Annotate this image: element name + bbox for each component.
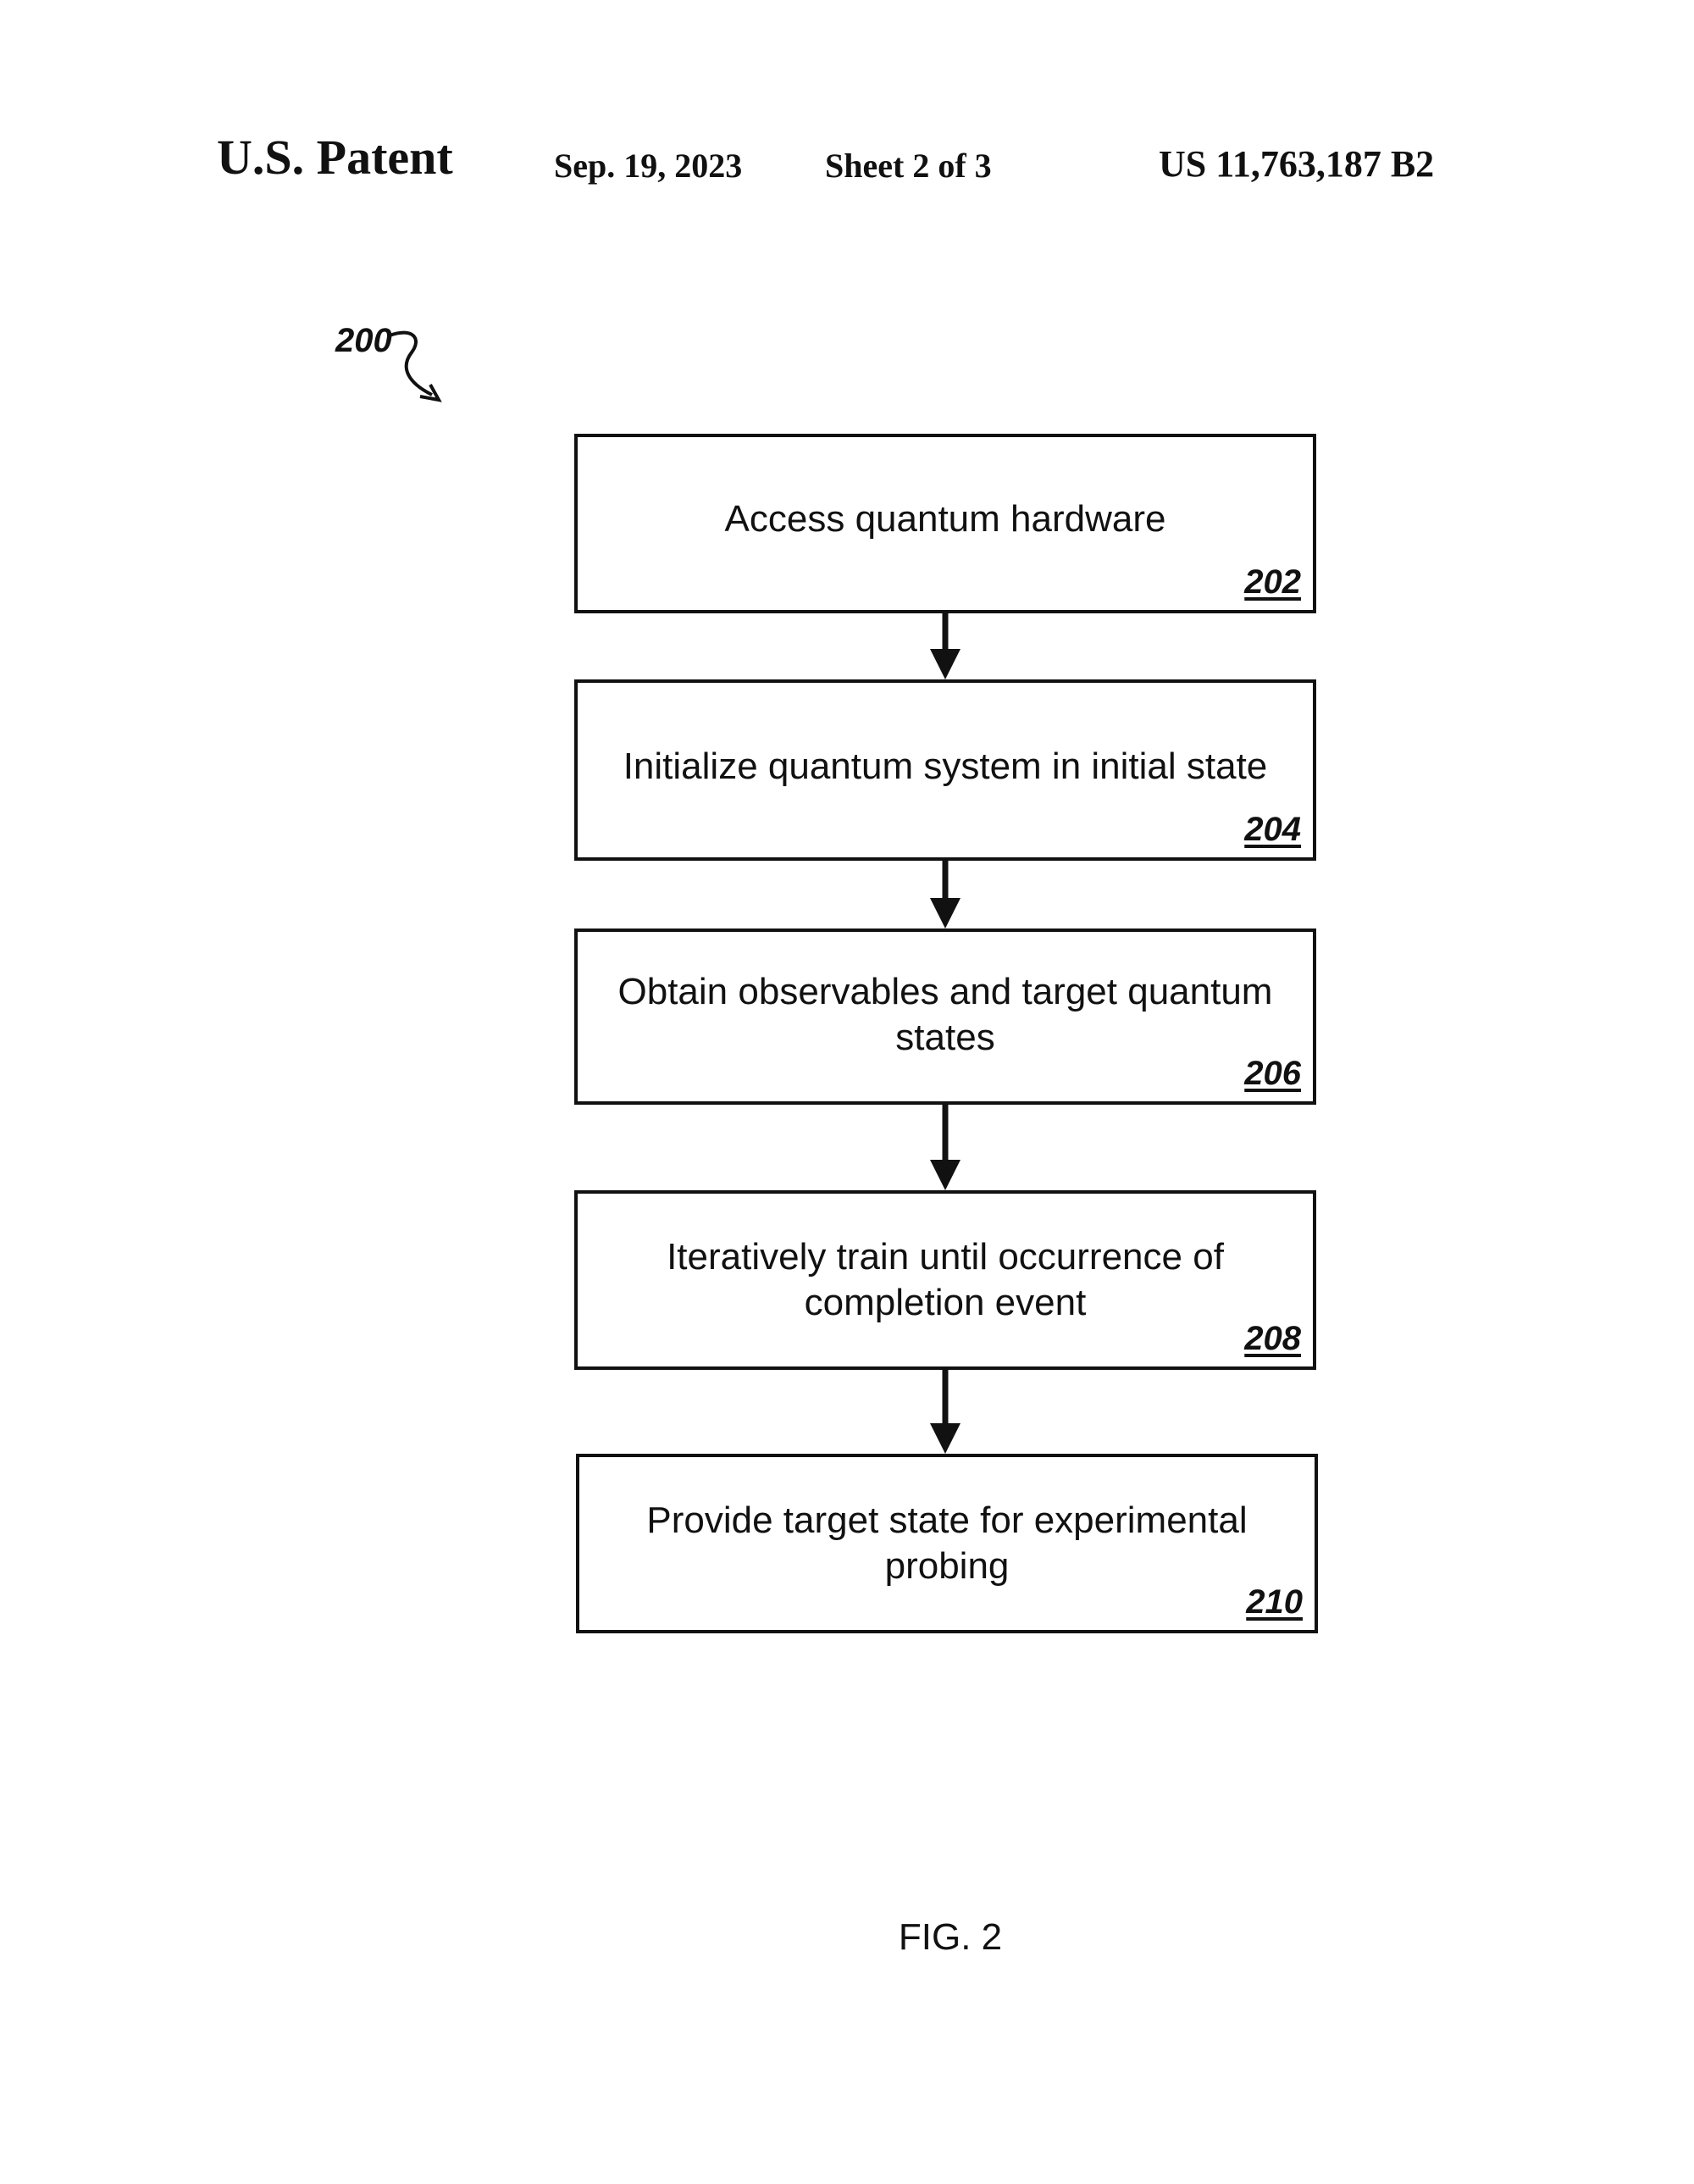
patent-date: Sep. 19, 2023 (554, 147, 743, 185)
arrow-208-to-210 (930, 1370, 960, 1454)
patent-title: U.S. Patent (217, 130, 453, 185)
step-ref-numeral: 202 (1244, 563, 1301, 601)
arrow-206-to-208 (930, 1105, 960, 1190)
step-text: Provide target state for experimental pr… (646, 1499, 1248, 1587)
figure-reference-numeral: 200 (335, 322, 392, 359)
step-box-210: Provide target state for experimental pr… (576, 1454, 1318, 1633)
reference-leader-arrow (389, 330, 442, 402)
arrow-202-to-204 (930, 613, 960, 679)
step-text: Obtain observables and target quantum st… (617, 971, 1273, 1058)
step-ref-numeral: 204 (1244, 811, 1301, 848)
step-ref-numeral: 208 (1244, 1320, 1301, 1357)
step-text: Iteratively train until occurrence of co… (667, 1236, 1224, 1323)
figure-caption: FIG. 2 (898, 1916, 1003, 1958)
step-box-208: Iteratively train until occurrence of co… (574, 1190, 1316, 1370)
step-ref-numeral: 206 (1244, 1055, 1301, 1092)
step-text: Initialize quantum system in initial sta… (623, 746, 1268, 787)
step-text: Access quantum hardware (724, 498, 1166, 540)
patent-number: US 11,763,187 B2 (1159, 143, 1435, 185)
arrow-204-to-206 (930, 861, 960, 928)
step-box-206: Obtain observables and target quantum st… (574, 928, 1316, 1105)
sheet-number: Sheet 2 of 3 (825, 147, 992, 185)
step-ref-numeral: 210 (1246, 1583, 1303, 1621)
step-box-202: Access quantum hardware 202 (574, 434, 1316, 613)
step-box-204: Initialize quantum system in initial sta… (574, 679, 1316, 861)
